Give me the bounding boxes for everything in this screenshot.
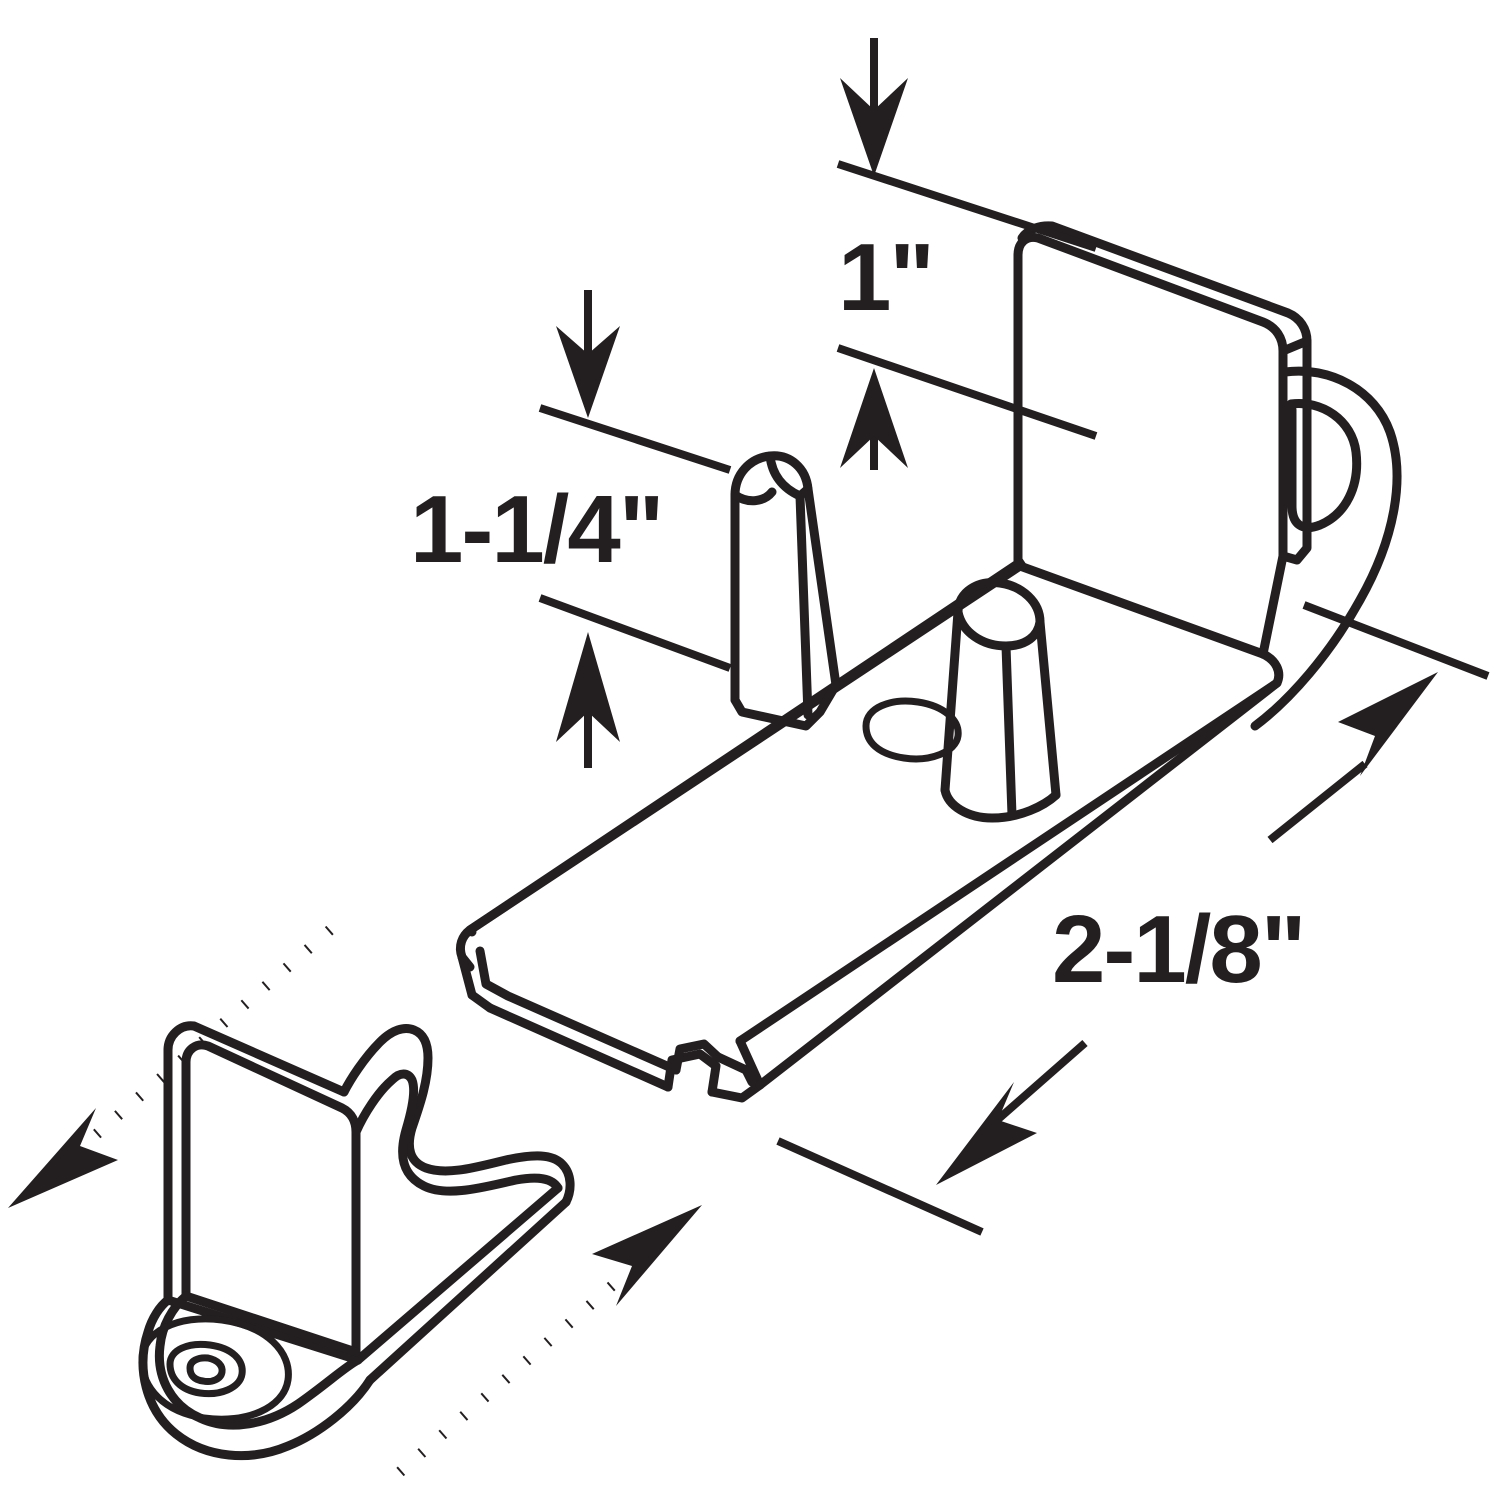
arrow-up-1-1-4in xyxy=(556,632,620,742)
dimension-1-1-4in: 1-1/4" xyxy=(410,290,732,768)
assembly-arrow-left xyxy=(8,925,334,1208)
arrow-assembly-right xyxy=(592,1205,702,1306)
blade-pin xyxy=(730,451,841,731)
mounting-hole xyxy=(138,1315,292,1423)
upright-rear-flange xyxy=(1013,221,1312,659)
arrow-lowerleft-2-1-8in xyxy=(936,1082,1037,1185)
main-bracket-part xyxy=(455,221,1402,1103)
cylindrical-pin xyxy=(940,578,1061,823)
oval-slot-hole xyxy=(862,697,962,763)
dimension-label-1-1-4in: 1-1/4" xyxy=(410,476,662,583)
arrow-up-1in xyxy=(840,368,908,468)
assembly-arrow-right xyxy=(396,1205,702,1477)
arrow-down-1in xyxy=(840,78,908,176)
guide-clip-part xyxy=(138,1021,575,1461)
arrow-upright-2-1-8in xyxy=(1338,672,1438,776)
base-plate xyxy=(455,555,1284,1103)
arrow-down-1-1-4in xyxy=(556,326,620,418)
dimension-2-1-8in: 2-1/8" xyxy=(776,601,1490,1236)
dimension-1in: 1" xyxy=(836,38,1098,470)
dimension-label-1in: 1" xyxy=(838,224,933,331)
teardrop-side-tab xyxy=(1250,366,1402,731)
arrow-assembly-left xyxy=(8,1108,118,1208)
dimension-label-2-1-8in: 2-1/8" xyxy=(1052,896,1304,1003)
